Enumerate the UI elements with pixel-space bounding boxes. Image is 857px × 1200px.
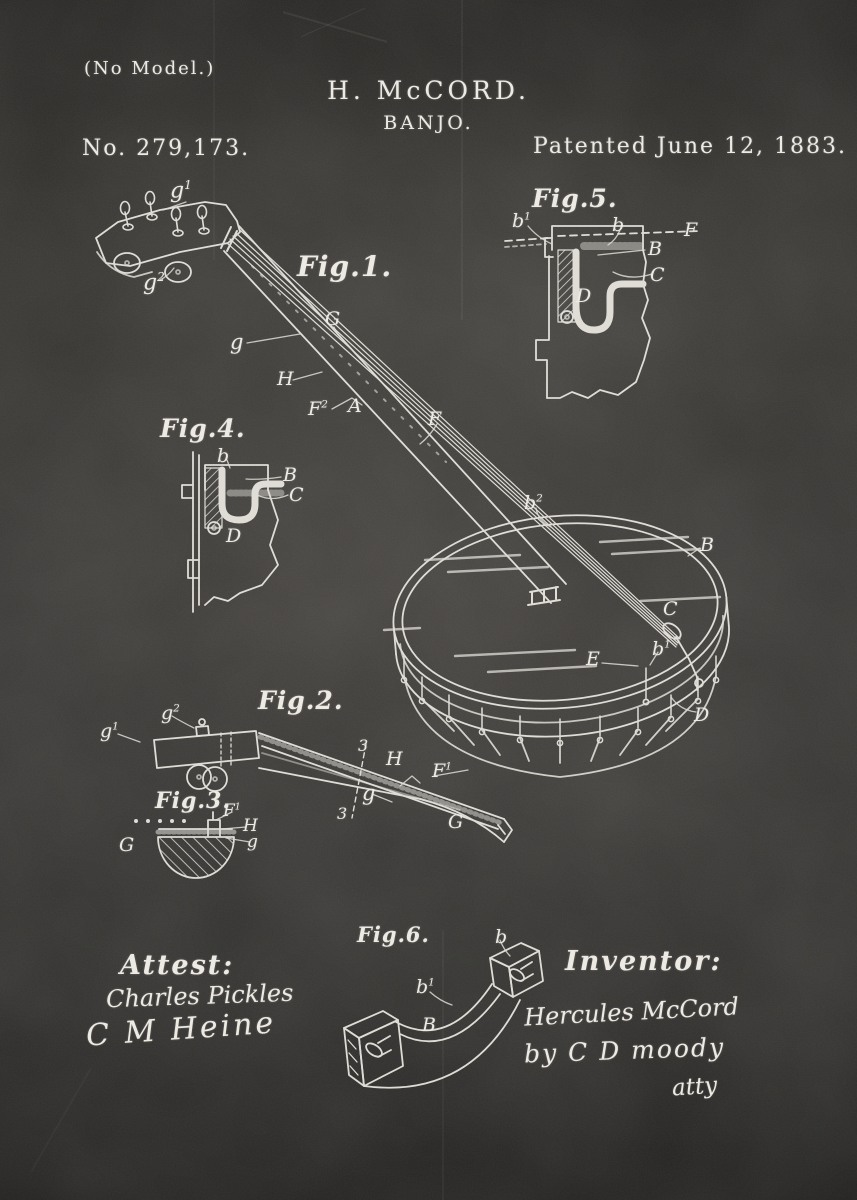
fig5-label-b: b	[612, 214, 625, 236]
patent-date: Patented June 12, 1883.	[533, 134, 848, 159]
fig3-title: Fig.3.	[155, 788, 231, 814]
fig4-title: Fig.4.	[160, 414, 246, 443]
fig1-label-G: G	[325, 308, 341, 330]
fig2-label-G: G	[448, 811, 464, 833]
inventor-heading: Inventor:	[565, 946, 723, 977]
fig3-label-G: G	[119, 834, 135, 856]
fig2-label-g2: g2	[161, 702, 180, 724]
fig4-label-B: B	[283, 464, 297, 486]
fig5-title: Fig.5.	[532, 184, 618, 213]
fig4-label-D: D	[226, 525, 242, 547]
fig1-label-g: g	[230, 330, 244, 354]
no-model-note: (No Model.)	[84, 58, 216, 79]
fig1-label-A: A	[348, 395, 362, 417]
fig6-label-b: b	[495, 926, 508, 948]
patent-number: No. 279,173.	[82, 136, 251, 161]
fig2-label-H: H	[386, 748, 403, 770]
fig1-label-b1: b1	[652, 638, 671, 660]
fig5-drawing	[504, 225, 701, 399]
fig1-title: Fig.1.	[297, 250, 393, 283]
fig1-label-C: C	[663, 598, 678, 620]
fig5-label-C: C	[650, 264, 665, 286]
patent-subject: BANJO.	[383, 112, 474, 134]
fig2-label-g: g	[362, 781, 376, 805]
fig1-label-g1: g1	[170, 178, 192, 204]
fig1-label-B: B	[700, 534, 714, 556]
fig5-label-F: F	[684, 219, 698, 241]
fig2-title: Fig.2.	[258, 686, 344, 715]
inventor-name-title: H. McCORD.	[327, 76, 530, 105]
fig3-label-F1: F1	[223, 801, 241, 821]
fig1-label-F2: F2	[308, 398, 328, 420]
fig1-label-g2: g2	[143, 270, 165, 296]
fig5-label-D: D	[576, 285, 592, 307]
fig2-label-g1: g1	[100, 720, 119, 742]
fig4-label-b: b	[217, 445, 230, 467]
fig5-label-B: B	[648, 238, 662, 260]
fig6-drawing	[343, 939, 544, 1089]
fig4-label-C: C	[289, 484, 304, 506]
fig1-label-F: F	[428, 408, 442, 430]
fig5-label-b1: b1	[512, 210, 531, 232]
inventor-atty: atty	[671, 1072, 719, 1102]
fig6-label-B: B	[422, 1014, 436, 1036]
fig1-label-D: D	[694, 704, 710, 726]
fig3-drawing	[134, 811, 251, 879]
fig2-label-3-top: 3	[358, 736, 369, 755]
fig2-label-F1: F1	[432, 760, 452, 782]
fig1-label-b2: b2	[524, 492, 543, 514]
fig1-label-E: E	[586, 648, 600, 670]
attest-heading: Attest:	[120, 950, 235, 981]
fig6-title: Fig.6.	[357, 922, 430, 947]
fig6-label-b1: b1	[416, 976, 435, 998]
fig1-label-H: H	[277, 368, 294, 390]
fig2-label-3-bottom: 3	[337, 804, 348, 823]
fig3-label-g: g	[247, 832, 258, 852]
